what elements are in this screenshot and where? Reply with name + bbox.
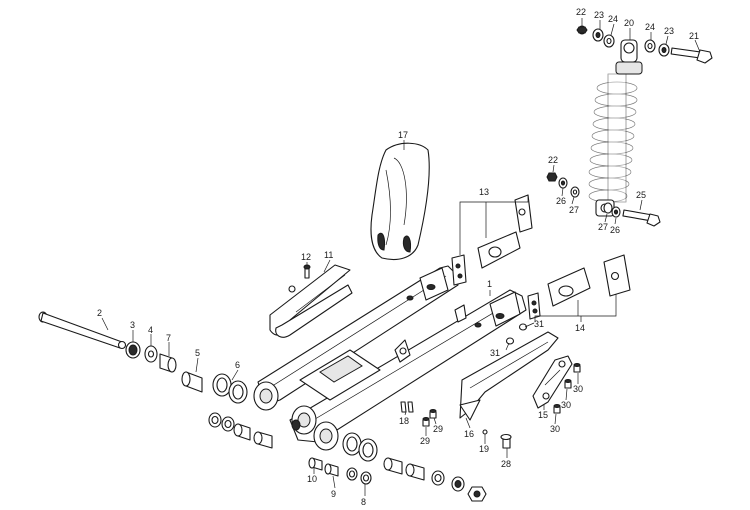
swingarm bbox=[253, 265, 527, 451]
bracket-15 bbox=[532, 355, 573, 409]
callout-31-upper: 31 bbox=[534, 319, 544, 329]
callout-29-right: 29 bbox=[433, 424, 443, 434]
leader-lines bbox=[101, 18, 701, 496]
rear-shock-absorber bbox=[588, 39, 643, 217]
callout-8: 8 bbox=[361, 497, 366, 507]
callout-22-top: 22 bbox=[576, 7, 586, 17]
callout-30-upper: 30 bbox=[573, 384, 583, 394]
callout-23-left: 23 bbox=[594, 10, 604, 20]
callout-26-left: 26 bbox=[556, 196, 566, 206]
callout-21: 21 bbox=[689, 31, 699, 41]
callout-15: 15 bbox=[538, 410, 548, 420]
shock-upper-hardware bbox=[576, 25, 713, 64]
callout-2: 2 bbox=[97, 308, 102, 318]
callout-19: 19 bbox=[479, 444, 489, 454]
callout-26-right: 26 bbox=[610, 225, 620, 235]
pivot-bearings bbox=[208, 412, 487, 502]
chain-adjuster-13 bbox=[451, 194, 533, 286]
chain-guard bbox=[459, 331, 559, 421]
callout-16: 16 bbox=[464, 429, 474, 439]
callout-6: 6 bbox=[235, 360, 240, 370]
callout-25: 25 bbox=[636, 190, 646, 200]
callout-24-left: 24 bbox=[608, 14, 618, 24]
callout-18: 18 bbox=[399, 416, 409, 426]
callout-24-right: 24 bbox=[645, 22, 655, 32]
callout-labels: 1 2 3 4 5 6 7 8 9 10 11 12 13 14 15 16 1… bbox=[97, 7, 699, 507]
chain-slider bbox=[269, 264, 353, 338]
callout-1: 1 bbox=[487, 279, 492, 289]
callout-28: 28 bbox=[501, 459, 511, 469]
callout-30-lower: 30 bbox=[550, 424, 560, 434]
callout-3: 3 bbox=[130, 320, 135, 330]
callout-12: 12 bbox=[301, 252, 311, 262]
callout-23-right: 23 bbox=[664, 26, 674, 36]
callout-9: 9 bbox=[331, 489, 336, 499]
callout-7: 7 bbox=[166, 333, 171, 343]
callout-17: 17 bbox=[398, 130, 408, 140]
axle-left-parts bbox=[125, 341, 248, 404]
chain-adjuster-14 bbox=[527, 254, 631, 320]
callout-20: 20 bbox=[624, 18, 634, 28]
shock-lower-hardware bbox=[546, 172, 661, 227]
callout-14: 14 bbox=[575, 323, 585, 333]
callout-30-middle: 30 bbox=[561, 400, 571, 410]
callout-27-left: 27 bbox=[569, 205, 579, 215]
callout-29-left: 29 bbox=[420, 436, 430, 446]
callout-5: 5 bbox=[195, 348, 200, 358]
callout-22-bottom: 22 bbox=[548, 155, 558, 165]
rear-mudguard bbox=[370, 142, 430, 261]
callout-11: 11 bbox=[324, 250, 333, 260]
callout-4: 4 bbox=[148, 325, 153, 335]
pivot-axle bbox=[38, 311, 127, 350]
callout-10: 10 bbox=[307, 474, 317, 484]
small-fasteners bbox=[400, 323, 581, 449]
callout-27-right: 27 bbox=[598, 222, 608, 232]
callout-13: 13 bbox=[479, 187, 489, 197]
callout-31-lower: 31 bbox=[490, 348, 500, 358]
